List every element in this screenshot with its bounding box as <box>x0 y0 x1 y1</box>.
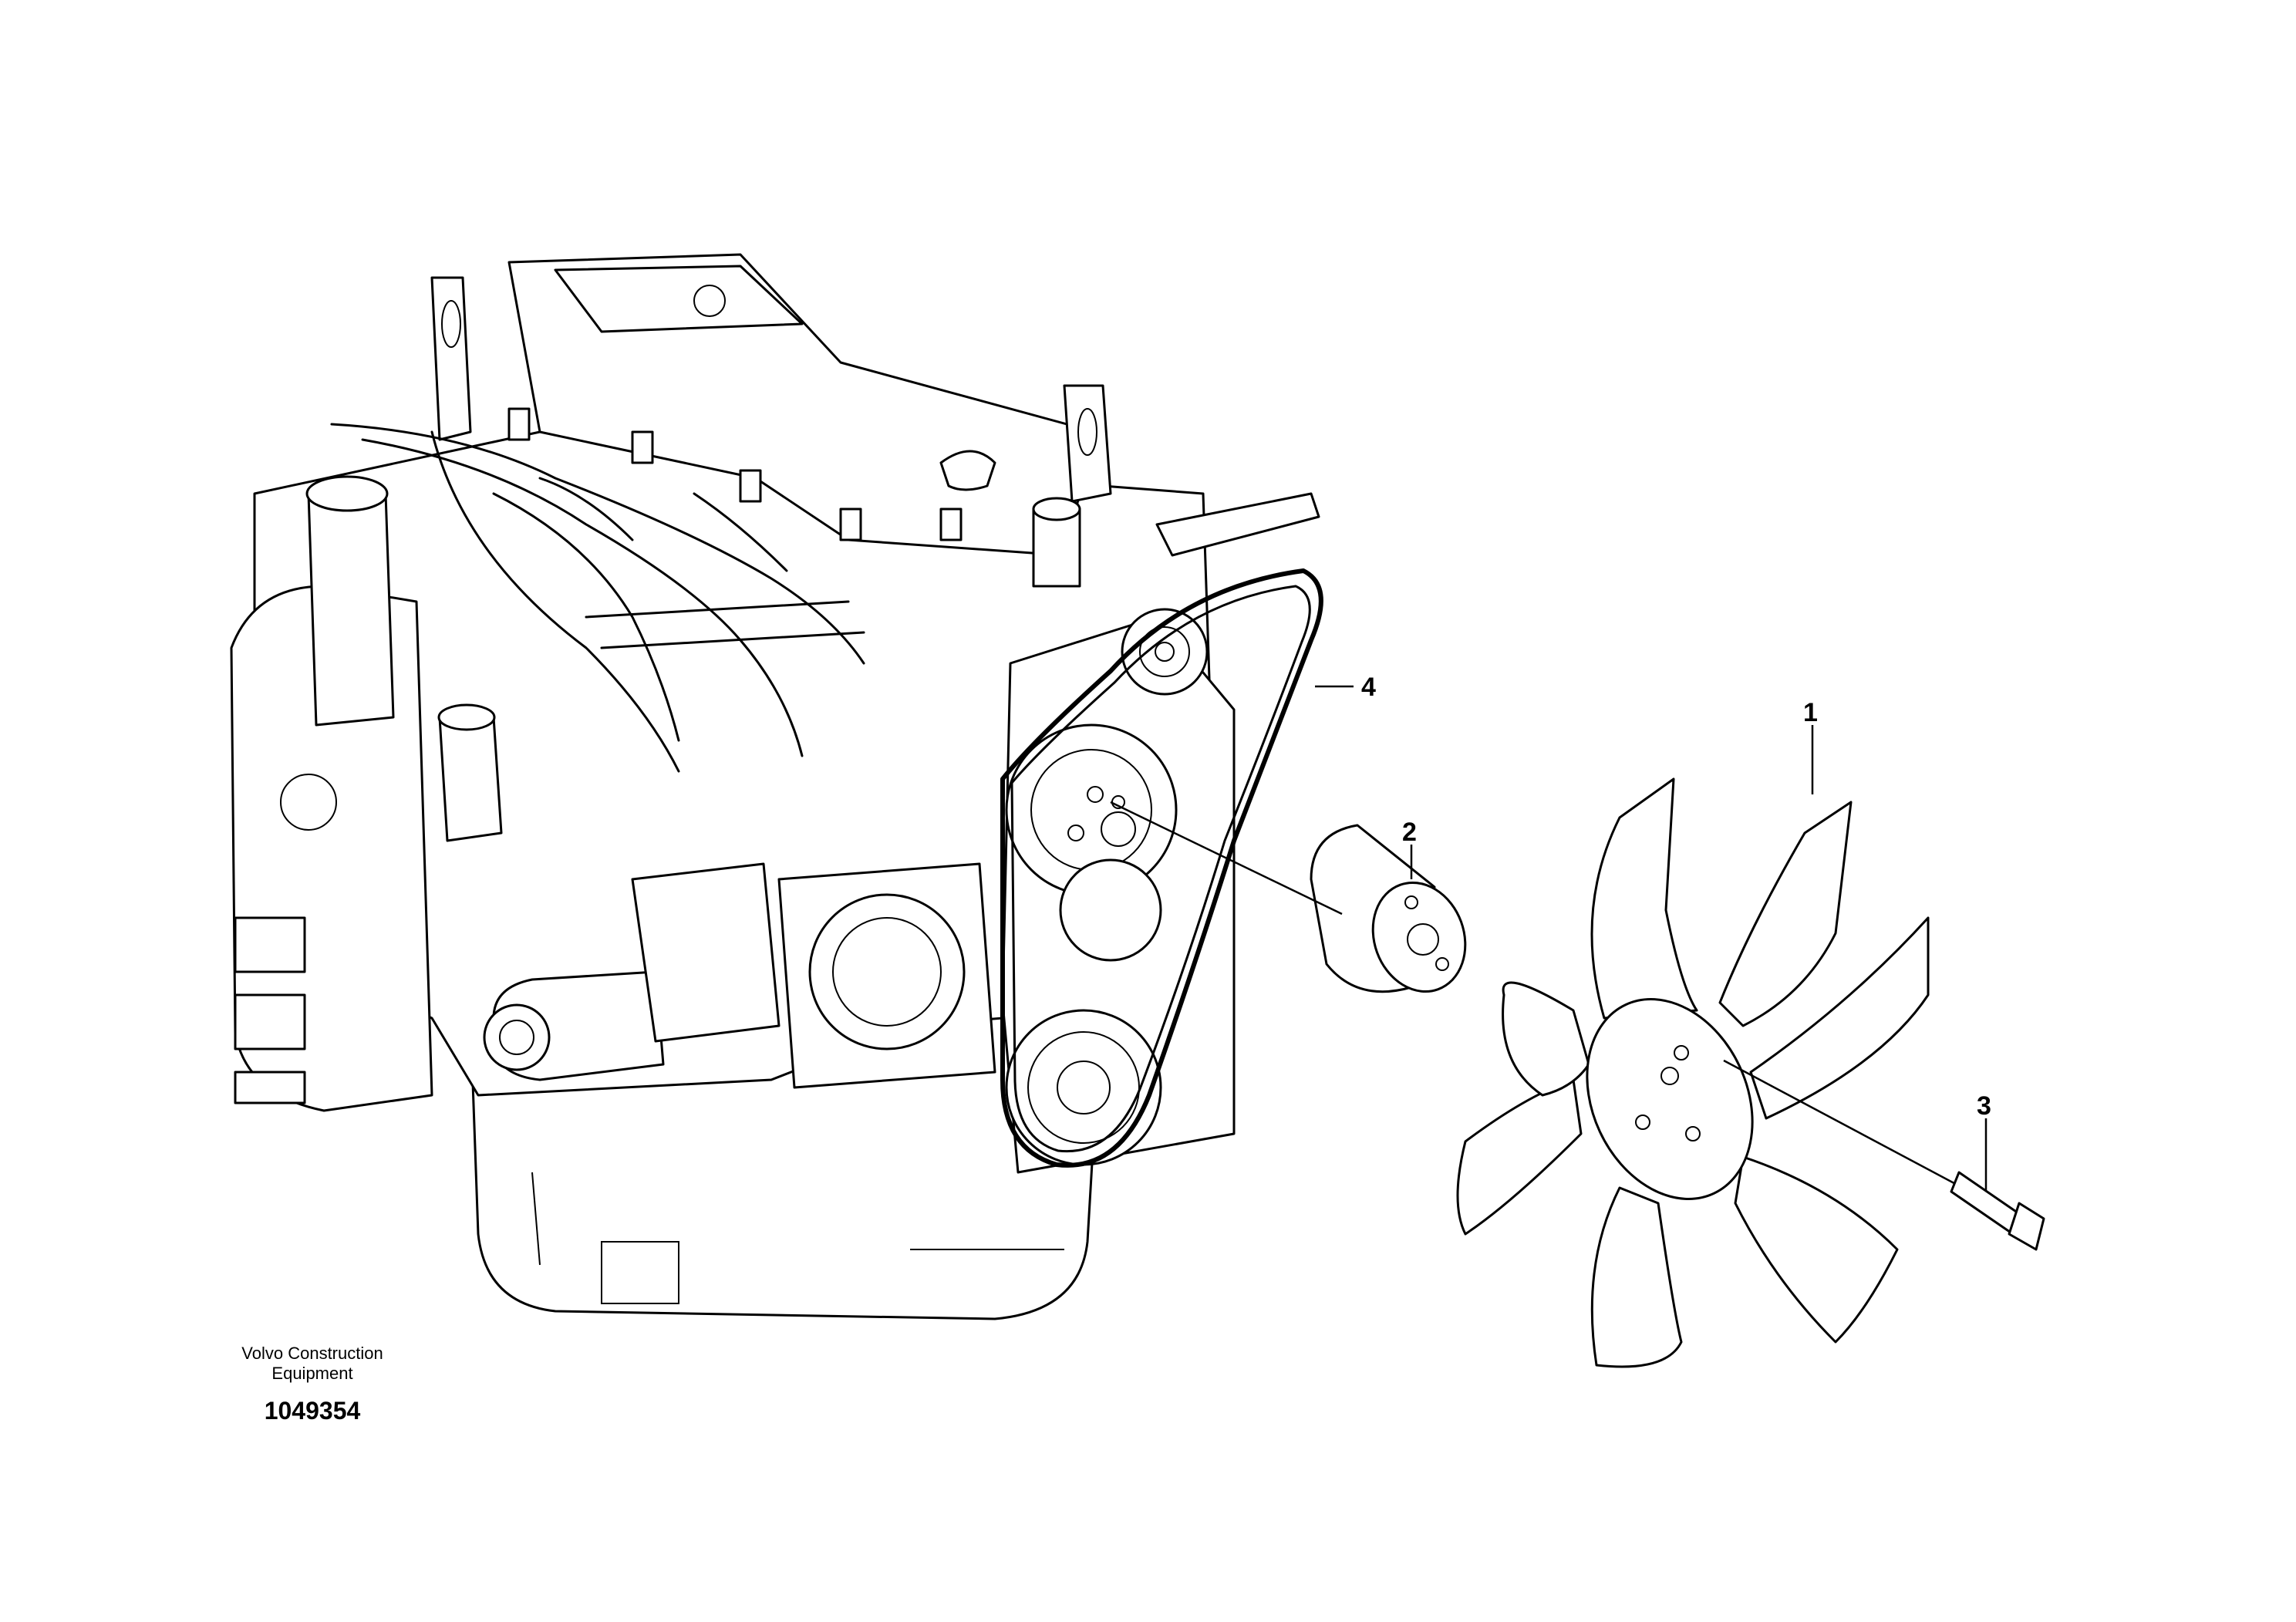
v-belt <box>1000 568 1323 1168</box>
flange-screw <box>1950 1171 2045 1251</box>
callout-1: 1 <box>1803 698 1818 727</box>
drawing-number: 1049354 <box>265 1397 361 1425</box>
company-name-line1: Volvo Construction <box>241 1344 383 1363</box>
callout-2: 2 <box>1402 818 1417 847</box>
fan-spacer <box>1310 824 1467 993</box>
company-name-line2: Equipment <box>271 1364 352 1383</box>
idler-pulley <box>1121 608 1209 696</box>
callout-4: 4 <box>1361 673 1376 702</box>
spacer-axis-line <box>1110 801 1343 916</box>
pump-housing <box>1059 858 1162 962</box>
crankshaft-pulley <box>1005 1009 1162 1166</box>
cooling-fan <box>1456 777 1930 1368</box>
callout-3: 3 <box>1977 1091 1991 1121</box>
